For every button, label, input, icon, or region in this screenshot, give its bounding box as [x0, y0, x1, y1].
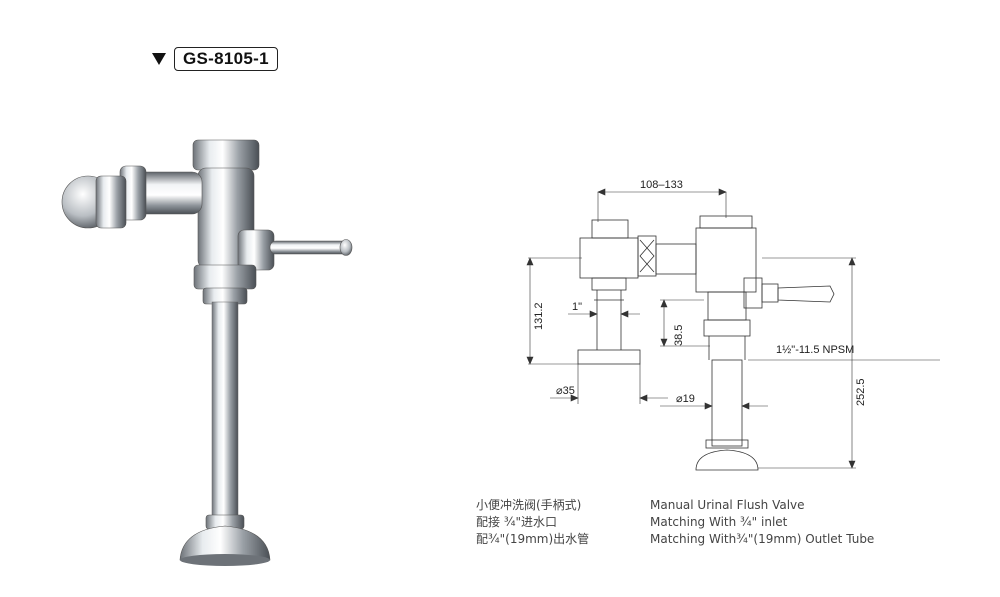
product-photo	[61, 139, 353, 566]
caption-en-line: Manual Urinal Flush Valve	[650, 498, 805, 512]
dim-mid-height: 38.5	[673, 325, 685, 346]
dim-base-dia: ⌀35	[556, 385, 575, 397]
caption-chinese: 小便冲洗阀(手柄式) 配接 ¾"进水口 配¾"(19mm)出水管	[476, 497, 589, 548]
technical-drawing: 108–133 131.2 1" 38.5 1½"-11.5 NPSM 252.…	[526, 179, 940, 471]
dimension-lines	[526, 188, 940, 469]
dim-thread: 1½"-11.5 NPSM	[776, 344, 854, 356]
caption-cn-line: 配¾"(19mm)出水管	[476, 532, 590, 546]
drawing-outline	[577, 215, 835, 471]
caption-english: Manual Urinal Flush Valve Matching With …	[650, 497, 874, 548]
caption-cn-line: 配接 ¾"进水口	[476, 515, 557, 529]
caption-en-line: Matching With¾"(19mm) Outlet Tube	[650, 532, 875, 546]
caption-cn-line: 小便冲洗阀(手柄式)	[476, 498, 582, 512]
dim-inlet: 1"	[572, 301, 582, 313]
caption-en-line: Matching With ¾" inlet	[650, 515, 788, 529]
dim-tube-dia: ⌀19	[676, 393, 695, 405]
triangle-marker-icon	[152, 53, 166, 65]
model-label: GS-8105-1	[152, 46, 278, 72]
dim-height-left: 131.2	[533, 302, 545, 330]
dim-width-top: 108–133	[640, 179, 683, 191]
model-number: GS-8105-1	[174, 47, 278, 71]
dim-total-height: 252.5	[855, 378, 867, 406]
